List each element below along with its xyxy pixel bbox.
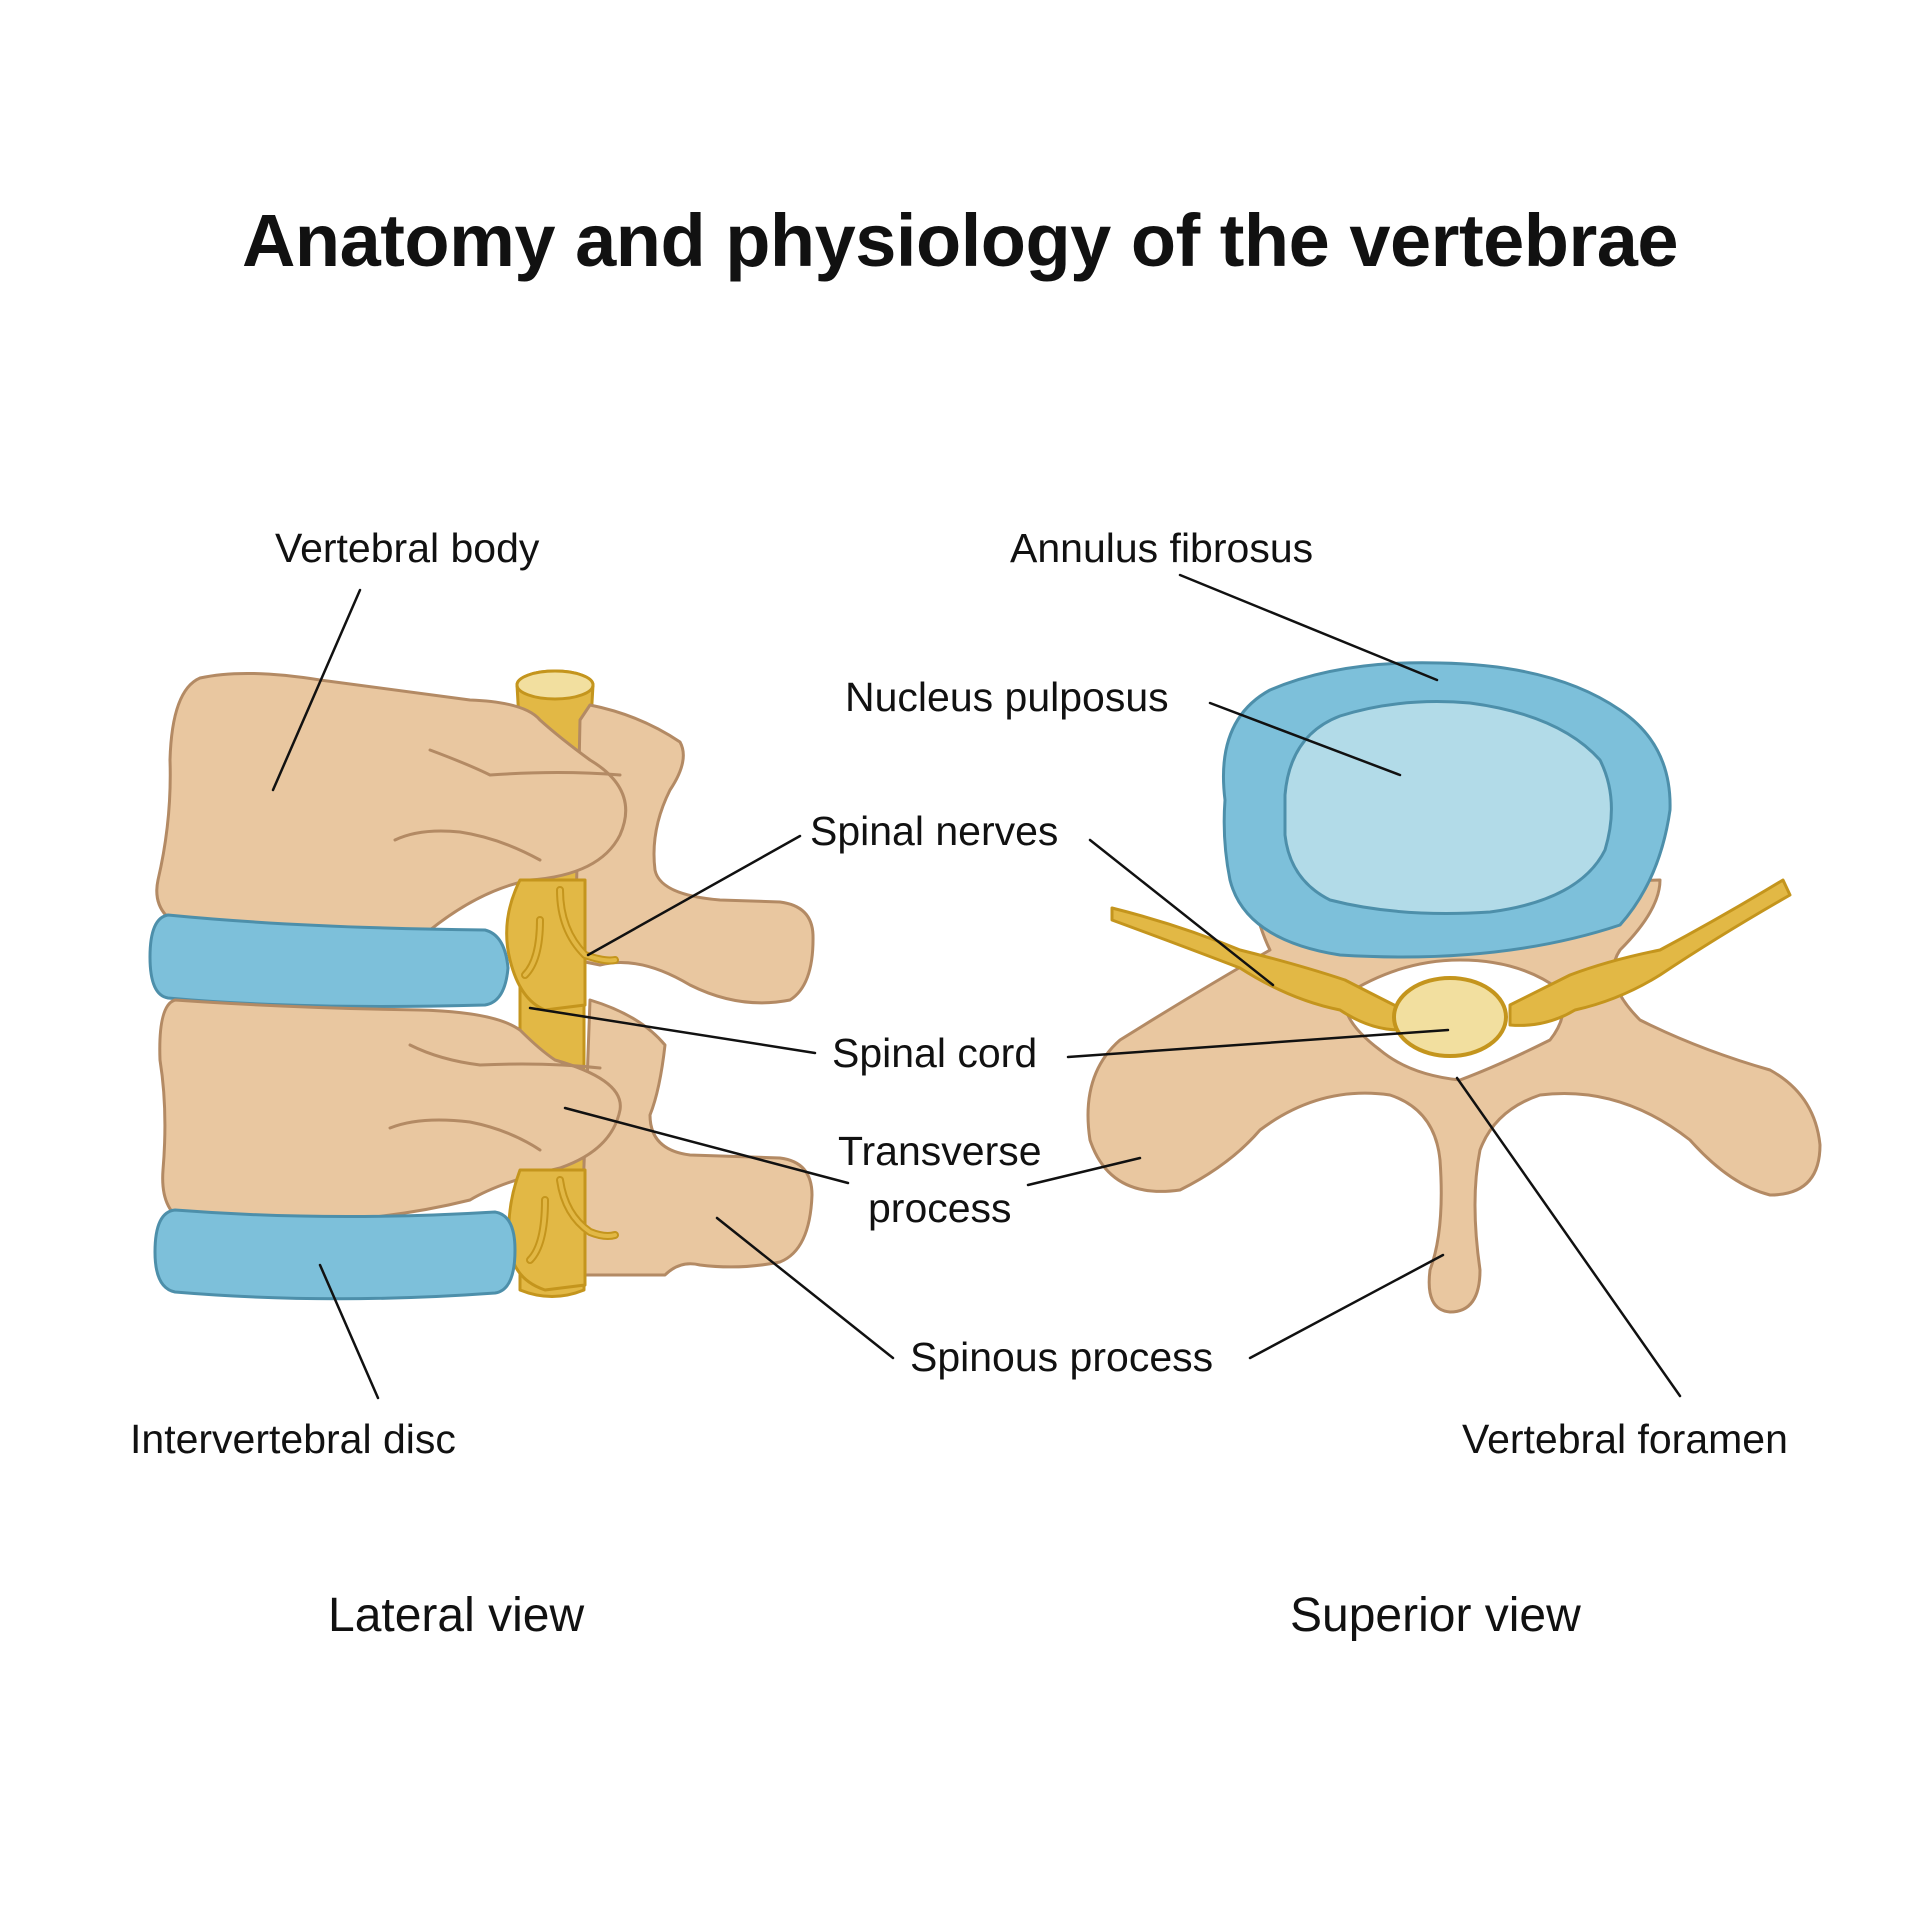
upper-spinal-nerve (505, 878, 619, 1012)
leader-vertebral-body (271, 588, 362, 792)
label-spinous-process: Spinous process (910, 1334, 1214, 1380)
label-vertebral-foramen: Vertebral foramen (1462, 1416, 1788, 1462)
caption-superior-view: Superior view (1290, 1589, 1581, 1642)
label-vertebral-body: Vertebral body (275, 525, 540, 571)
nucleus-pulposus-shape (1283, 700, 1613, 915)
label-spinal-nerves: Spinal nerves (810, 808, 1059, 854)
label-transverse-process-line1: Transverse (838, 1128, 1042, 1174)
label-transverse-process-line2: process (868, 1185, 1012, 1231)
label-nucleus-pulposus: Nucleus pulposus (845, 674, 1169, 720)
upper-vertebral-body (155, 671, 628, 941)
leader-spinal-cord-lateral (528, 1006, 817, 1055)
leader-spinous-process-lateral (715, 1216, 895, 1360)
leader-spinal-cord-superior (1066, 1028, 1450, 1059)
lower-posterior-arch (578, 998, 814, 1277)
leader-intervertebral-disc (318, 1263, 380, 1400)
leader-transverse-process-superior (1026, 1156, 1142, 1187)
leader-vertebral-foramen (1455, 1076, 1682, 1398)
vertebral-arch-superior (1086, 878, 1822, 1314)
leader-transverse-process-lateral (563, 1106, 850, 1185)
lateral-view-illustration (148, 669, 815, 1301)
lower-vertebral-body (158, 998, 622, 1226)
leader-lines (271, 573, 1682, 1400)
leader-spinous-process-superior (1248, 1253, 1445, 1360)
diagram-title: Anatomy and physiology of the vertebrae (241, 199, 1679, 282)
label-annulus-fibrosus: Annulus fibrosus (1010, 525, 1314, 571)
caption-lateral-view: Lateral view (328, 1589, 585, 1642)
spinal-cord-superior (1392, 976, 1508, 1058)
right-spinal-nerve-superior (1508, 878, 1792, 1027)
lower-intervertebral-disc (153, 1208, 517, 1301)
leader-spinal-nerves-lateral (586, 834, 802, 957)
label-spinal-cord: Spinal cord (832, 1030, 1038, 1076)
upper-intervertebral-disc (148, 913, 510, 1008)
leader-nucleus-pulposus (1208, 701, 1402, 777)
leader-annulus-fibrosus (1178, 573, 1439, 682)
label-intervertebral-disc: Intervertebral disc (130, 1416, 456, 1462)
superior-view-illustration (1086, 661, 1822, 1314)
leader-spinal-nerves-superior (1088, 838, 1275, 987)
